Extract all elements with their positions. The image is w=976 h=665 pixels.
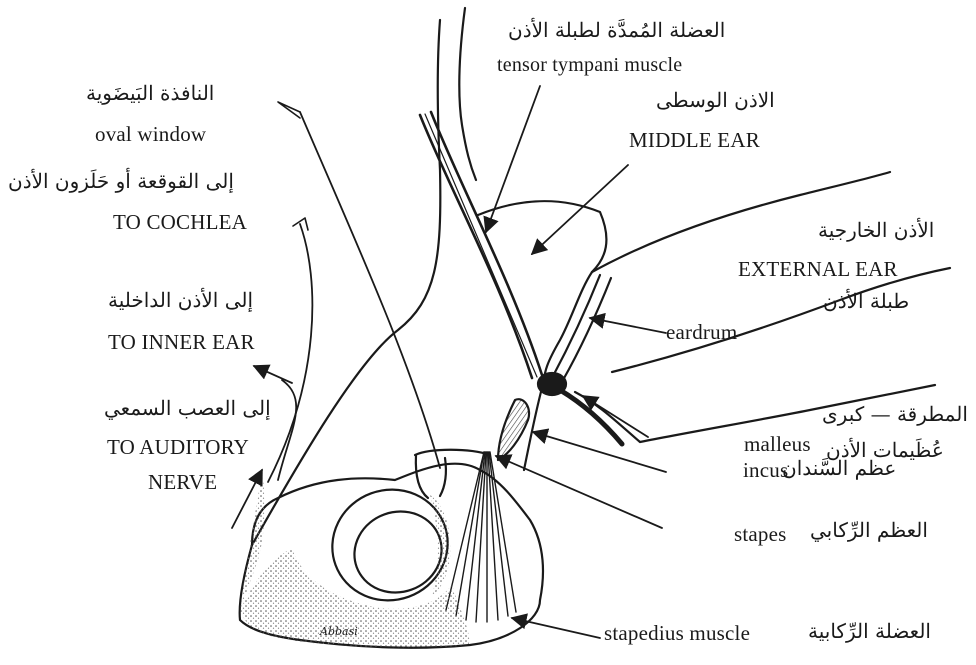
incus-bone [498,399,529,460]
label-external-ear-en: EXTERNAL EAR [738,259,898,280]
arrow-eardrum [590,318,666,333]
malleus-bone [538,373,622,444]
label-incus-en: incus [743,460,788,481]
label-inner-ear-en: TO INNER EAR [108,332,255,353]
label-external-ear-ar: الأذن الخارجية [818,220,934,240]
arrow-inner-ear [278,380,296,480]
label-oval-window-en: oval window [95,124,206,145]
label-auditory-nerve-en-2: NERVE [148,472,217,493]
label-tensor-en: tensor tympani muscle [497,55,682,75]
arrow-tensor [486,86,540,232]
label-auditory-nerve-en-1: TO AUDITORY [107,437,249,458]
arrow-middle-ear [532,165,628,254]
label-eardrum-en: eardrum [666,322,737,343]
label-malleus-ar-1: المطرقة — كبرى [822,404,968,424]
arrow-cochlea [268,224,312,482]
label-oval-window-ar: النافذة البَيضَوية [86,83,214,103]
arrow-inner-ear-tip [254,366,292,383]
label-middle-ear-ar: الاذن الوسطى [656,90,775,110]
arrow-stapes [496,456,662,528]
label-malleus-en: malleus [744,434,811,455]
arrow-stapedius [512,618,600,638]
arrow-oval-window [300,112,440,468]
label-stapedius-en: stapedius muscle [604,623,750,644]
label-stapes-ar: العظم الرِّكابي [810,520,928,540]
label-auditory-nerve-ar: إلى العصب السمعي [104,398,271,418]
arrow-oval-tip [278,102,300,118]
arrow-incus [533,432,666,472]
label-inner-ear-ar: إلى الأذن الداخلية [108,290,253,310]
label-eardrum-ar: طبلة الأذن [823,291,909,311]
stapedius-muscle [446,452,516,622]
label-middle-ear-en: MIDDLE EAR [629,130,760,151]
label-stapedius-ar: العضلة الرِّكابية [808,621,931,641]
artist-signature: Abbasi [320,626,358,637]
label-cochlea-en: TO COCHLEA [113,212,247,233]
label-cochlea-ar: إلى القوقعة أو حَلَزون الأذن [8,171,234,191]
label-stapes-en: stapes [734,524,787,545]
label-tensor-ar: العضلة المُمدَّة لطبلة الأذن [508,20,725,40]
label-incus-ar: عظم السَّندان [782,458,896,478]
